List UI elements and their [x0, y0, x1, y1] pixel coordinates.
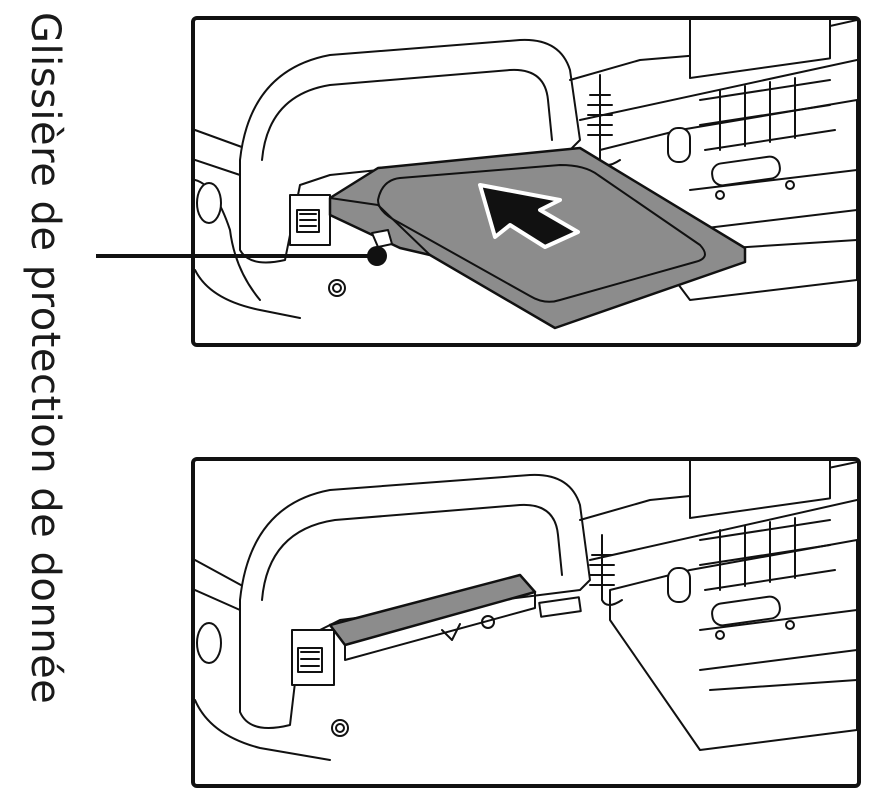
top-camera-body	[195, 20, 857, 330]
write-protect-callout	[96, 246, 387, 266]
bottom-camera-body	[195, 461, 857, 761]
bottom-panel	[191, 457, 861, 788]
insert-arrow-icon	[478, 183, 580, 249]
callout-dot-icon	[367, 246, 387, 266]
top-panel	[191, 16, 861, 347]
